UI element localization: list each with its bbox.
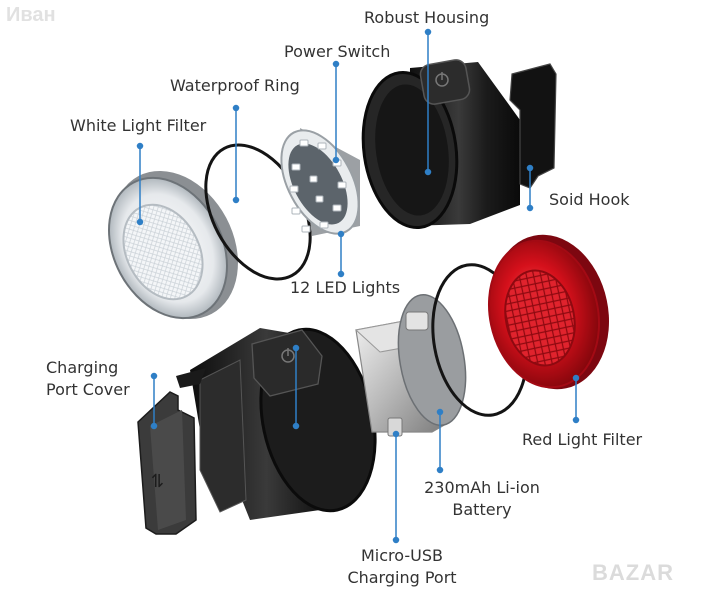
label-charging-port-cover-line1: Charging [46, 358, 119, 377]
charging-port-cover: ⇌ [137, 391, 197, 535]
watermark-top-left: Иван [6, 4, 56, 26]
red-light-filter [487, 234, 610, 390]
white-light-filter [108, 170, 238, 320]
svg-text:⇌: ⇌ [147, 473, 168, 488]
label-waterproof-ring: Waterproof Ring [170, 76, 300, 95]
label-soid-hook: Soid Hook [549, 190, 630, 209]
battery [354, 294, 467, 437]
label-red-light-filter: Red Light Filter [522, 430, 643, 449]
label-charging-port-cover-line2: Port Cover [46, 380, 130, 399]
robust-housing-bottom [176, 327, 377, 520]
label-micro-usb-line1: Micro-USB [361, 546, 443, 565]
label-battery-line2: Battery [452, 500, 512, 519]
label-power-switch: Power Switch [284, 42, 391, 61]
label-white-light-filter: White Light Filter [70, 116, 207, 135]
led-board [280, 128, 360, 236]
robust-housing-top [361, 59, 520, 230]
label-robust-housing: Robust Housing [364, 8, 490, 27]
label-12-led-lights: 12 LED Lights [290, 278, 401, 297]
leader-lines [136, 28, 580, 544]
label-battery-line1: 230mAh Li-ion [424, 478, 540, 497]
watermark-bottom-right: BAZAR [592, 560, 674, 585]
label-micro-usb-line2: Charging Port [347, 568, 457, 587]
soid-hook [509, 63, 557, 189]
